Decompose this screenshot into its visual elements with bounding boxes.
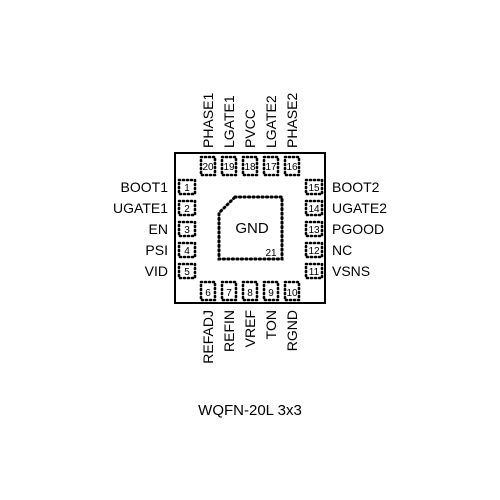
pin-label-refin: REFIN [221, 310, 237, 352]
pin-number-12: 12 [308, 246, 320, 257]
pin-number-5: 5 [184, 267, 190, 278]
pin-pad-4 [177, 241, 197, 259]
package-name: WQFN-20L 3x3 [198, 402, 302, 419]
pin-label-refadj: REFADJ [200, 310, 216, 364]
pin-label-ugate2: UGATE2 [332, 200, 387, 216]
pin-pad-16 [283, 155, 301, 177]
pin-pad-18 [241, 155, 259, 177]
pin-pad-13 [304, 220, 324, 238]
pin-label-en: EN [149, 221, 168, 237]
pin-number-2: 2 [184, 204, 190, 215]
pin-label-ton: TON [263, 310, 279, 339]
pin-pad-12 [304, 241, 324, 259]
pin-pad-2 [177, 199, 197, 217]
pin-label-vid: VID [145, 263, 168, 279]
pin-number-7: 7 [226, 288, 232, 299]
pin-number-16: 16 [286, 162, 298, 173]
pin-number-4: 4 [184, 246, 190, 257]
pin-label-vsns: VSNS [332, 263, 370, 279]
pin-number-11: 11 [309, 267, 320, 278]
pin-label-boot2: BOOT2 [332, 179, 380, 195]
pin-number-19: 19 [223, 162, 235, 173]
pin-label-vref: VREF [242, 310, 258, 347]
pin-pad-11 [304, 262, 324, 280]
pin-label-phase1: PHASE1 [200, 93, 216, 148]
pin-label-pvcc: PVCC [242, 109, 258, 148]
pin-number-9: 9 [268, 288, 274, 299]
pin-label-lgate2: LGATE2 [263, 95, 279, 148]
pin-label-nc: NC [332, 242, 352, 258]
pin-pad-8 [241, 280, 259, 302]
pin-pad-7 [220, 280, 238, 302]
exposed-pad-number: 21 [265, 248, 277, 259]
pin-pad-3 [177, 220, 197, 238]
pin-number-3: 3 [184, 225, 190, 236]
exposed-pad-label: GND [235, 220, 269, 237]
pin-label-pgood: PGOOD [332, 221, 384, 237]
pin-pad-19 [220, 155, 238, 177]
pin-number-14: 14 [308, 204, 320, 215]
pin-pad-14 [304, 199, 324, 217]
pin-pad-10 [283, 280, 301, 302]
pin-number-8: 8 [247, 288, 253, 299]
pin-number-17: 17 [265, 162, 277, 173]
pin-label-boot1: BOOT1 [121, 179, 169, 195]
pin-pad-6 [199, 280, 217, 302]
pin-pad-5 [177, 262, 197, 280]
pin-number-1: 1 [184, 183, 190, 194]
pin-number-13: 13 [308, 225, 320, 236]
exposed-pad-gnd [217, 195, 284, 261]
pin-number-18: 18 [244, 162, 256, 173]
package-body [174, 152, 326, 304]
pin-pad-9 [262, 280, 280, 302]
pin-number-20: 20 [202, 162, 214, 173]
pin-number-10: 10 [286, 288, 298, 299]
pin-label-ugate1: UGATE1 [113, 200, 168, 216]
pin-label-rgnd: RGND [284, 310, 300, 351]
pin-pad-20 [199, 155, 217, 177]
pin-pad-15 [304, 178, 324, 196]
pin-label-phase2: PHASE2 [284, 93, 300, 148]
pin-label-psi: PSI [145, 242, 168, 258]
pin-pad-17 [262, 155, 280, 177]
pin-number-6: 6 [205, 288, 211, 299]
pin-number-15: 15 [308, 183, 320, 194]
pin-label-lgate1: LGATE1 [221, 95, 237, 148]
pin-pad-1 [177, 178, 197, 196]
pins-layer: 1 BOOT1 2 UGATE1 3 EN 4 PSI 5 VID 15 BOOT2 14 UGATE2 1… [113, 93, 387, 364]
